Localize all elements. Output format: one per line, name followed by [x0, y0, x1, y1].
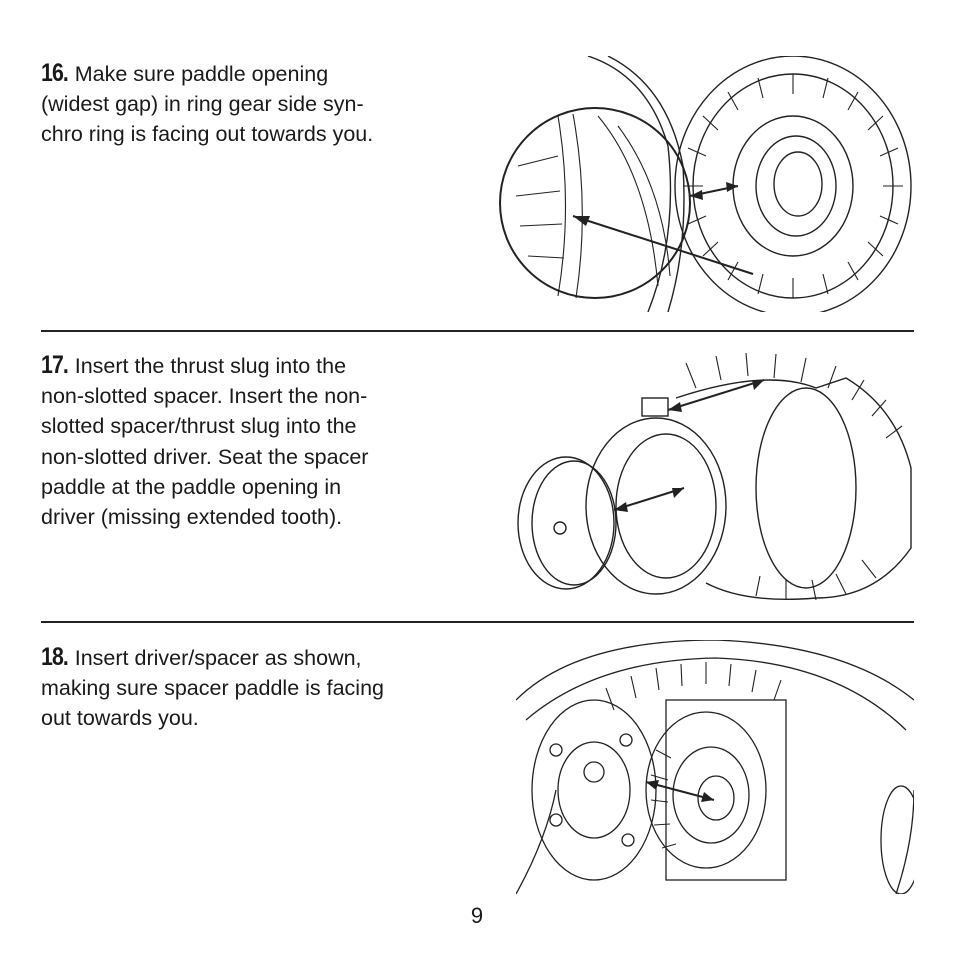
step-18-text: 18. Insert driver/spacer as shown, makin…	[41, 642, 441, 734]
divider-1	[41, 330, 914, 332]
step-18-line-2: making sure spacer paddle is facing	[41, 676, 384, 701]
step-17-number: 17.	[41, 351, 69, 379]
step-16-number: 16.	[41, 59, 69, 87]
step-18-line-1: Insert driver/spacer as shown,	[74, 646, 362, 670]
step-17-line-1: Insert the thrust slug into the	[74, 354, 347, 378]
step-16-line-2: (widest gap) in ring gear side syn-	[41, 92, 364, 117]
driver-in-housing-drawing	[516, 640, 914, 894]
ring-gear-synchro-drawing	[499, 56, 912, 312]
step-18-number: 18.	[41, 643, 69, 671]
step-18-line-3: out towards you.	[41, 706, 199, 731]
step-17-line-5: paddle at the paddle opening in	[41, 474, 342, 499]
divider-2	[41, 621, 914, 623]
step-18-illustration	[516, 640, 914, 894]
step-17-line-2: non-slotted spacer. Insert the non-	[41, 384, 368, 409]
step-16-illustration	[498, 56, 914, 312]
step-16-line-3: chro ring is facing out towards you.	[41, 122, 374, 147]
step-17-line-4: non-slotted driver. Seat the spacer	[41, 444, 369, 469]
step-17-text: 17. Insert the thrust slug into the non-…	[41, 350, 441, 532]
step-17-line-3: slotted spacer/thrust slug into the	[41, 414, 357, 439]
driver-spacer-slug-drawing	[517, 352, 912, 601]
step-17-illustration	[516, 348, 914, 604]
step-17-line-6: driver (missing extended tooth).	[41, 505, 343, 530]
step-16-text: 16. Make sure paddle opening (widest gap…	[41, 58, 441, 150]
step-16-line-1: Make sure paddle opening	[74, 62, 329, 86]
page-number: 9	[470, 903, 484, 928]
